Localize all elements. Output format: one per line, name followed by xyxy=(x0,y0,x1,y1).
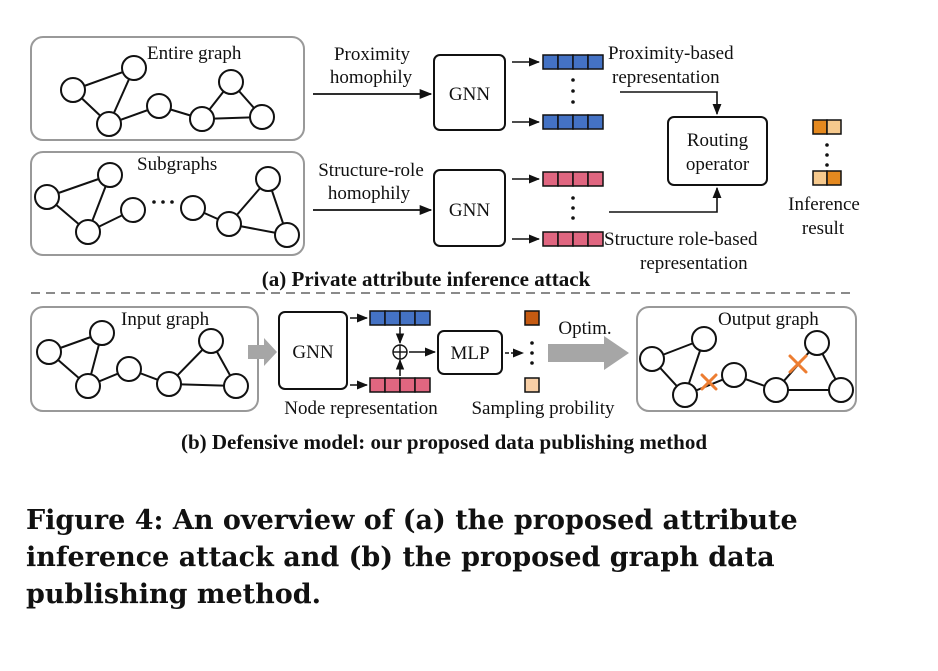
sampling-vertical-dots xyxy=(530,341,534,365)
structure-vertical-dots xyxy=(571,196,575,220)
inference-result-label-2: result xyxy=(802,218,845,239)
optim-label: Optim. xyxy=(558,318,611,339)
output-graph-label: Output graph xyxy=(718,309,819,330)
mlp-label: MLP xyxy=(450,343,489,364)
arrow-structure-to-routing xyxy=(609,186,722,213)
structure-embedding-top xyxy=(542,171,604,187)
structure-rep-label-2: representation xyxy=(640,253,748,274)
proximity-homophily-label-1: Proximity xyxy=(334,44,411,65)
gnn-top-box xyxy=(433,54,506,131)
gray-arrow-input xyxy=(248,338,277,366)
input-graph-network xyxy=(36,320,249,399)
concat-operator-icon xyxy=(392,344,408,360)
removed-edge-cross-icon-2 xyxy=(788,354,808,374)
gnn-bottom-box xyxy=(433,169,506,247)
proximity-homophily-label-2: homophily xyxy=(330,67,413,88)
proximity-rep-label-2: representation xyxy=(612,67,720,88)
gnn-b-label: GNN xyxy=(292,342,333,363)
structure-embedding-bottom xyxy=(542,231,604,247)
gnn-b-box xyxy=(278,311,348,390)
inference-vertical-dots xyxy=(825,143,829,167)
sampling-prob-label: Sampling probility xyxy=(471,398,615,419)
arrow-proximity-to-routing xyxy=(620,91,722,116)
inference-result-label-1: Inference xyxy=(788,194,860,215)
entire-graph-label: Entire graph xyxy=(147,43,242,64)
input-graph-label: Input graph xyxy=(121,309,210,330)
output-graph-box xyxy=(636,306,857,412)
node-rep-red xyxy=(369,377,431,393)
entire-graph-box xyxy=(30,36,305,141)
figure-caption: Figure 4: An overview of (a) the propose… xyxy=(26,505,798,610)
proximity-embedding-top xyxy=(542,54,604,70)
routing-label-2: operator xyxy=(686,154,750,175)
proximity-rep-label-1: Proximity-based xyxy=(608,43,734,64)
subgraphs-box xyxy=(30,151,305,256)
sampling-prob-bottom xyxy=(524,377,540,393)
gnn-top-label: GNN xyxy=(449,84,490,105)
sampling-prob-top xyxy=(524,310,540,326)
panel-a: Entire graph Subgraphs xyxy=(30,36,860,291)
structure-rep-label-1: Structure role-based xyxy=(604,229,758,250)
panel-a-subtitle: (a) Private attribute inference attack xyxy=(262,267,591,291)
figure: Entire graph Subgraphs xyxy=(30,36,860,454)
structure-homophily-label-1: Structure-role xyxy=(318,160,424,181)
inference-result-bottom xyxy=(812,170,842,186)
inference-result-top xyxy=(812,119,842,135)
proximity-embedding-bottom xyxy=(542,114,604,130)
subgraphs-ellipsis xyxy=(152,200,174,204)
subgraphs-label: Subgraphs xyxy=(137,154,217,175)
node-rep-blue xyxy=(369,310,431,326)
removed-edge-cross-icon-1 xyxy=(700,373,718,391)
entire-graph-network xyxy=(60,55,275,137)
node-rep-label: Node representation xyxy=(284,398,438,419)
mlp-box xyxy=(437,330,503,375)
routing-operator-box xyxy=(667,116,768,186)
panel-b: Input graph GNN xyxy=(30,306,857,454)
output-graph-network xyxy=(639,326,854,408)
routing-label-1: Routing xyxy=(687,130,749,151)
gray-arrow-optim xyxy=(548,336,629,370)
structure-homophily-label-2: homophily xyxy=(328,183,411,204)
panel-b-subtitle: (b) Defensive model: our proposed data p… xyxy=(181,430,707,454)
proximity-vertical-dots xyxy=(571,78,575,104)
gnn-bottom-label: GNN xyxy=(449,200,490,221)
subgraphs-network xyxy=(34,162,300,248)
